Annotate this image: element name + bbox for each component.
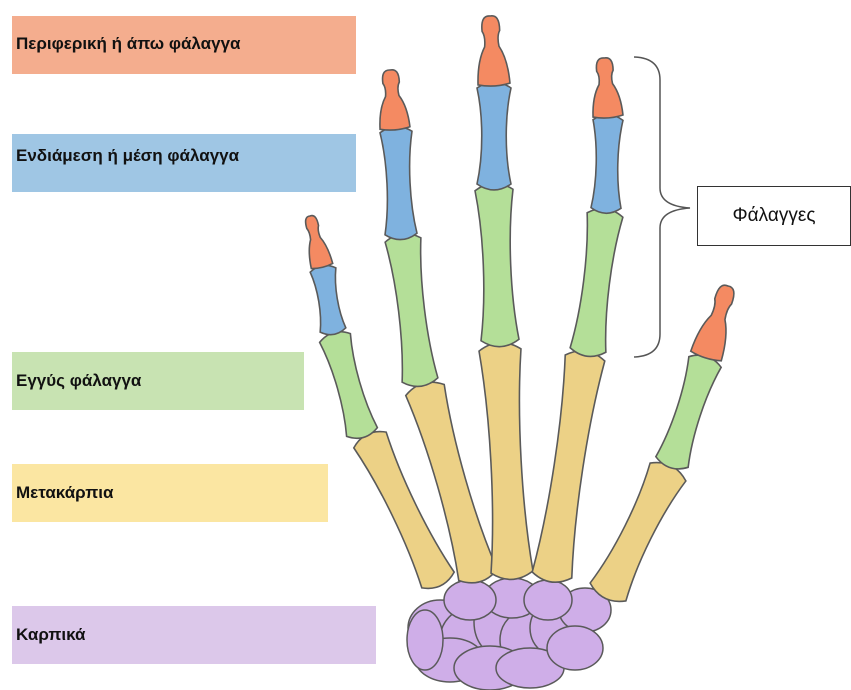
carpal-bone	[407, 610, 443, 670]
distal-phalanx-ring	[375, 69, 410, 132]
proximal-phalanx-ring	[384, 232, 438, 389]
carpal-bone	[444, 580, 496, 620]
distal-phalanx-thumb	[690, 281, 743, 363]
proximal-phalanx-little	[318, 328, 379, 442]
middle-phalanx-middle	[477, 82, 511, 190]
distal-phalanx-index	[589, 57, 623, 119]
carpal-bone	[524, 580, 572, 620]
metacarpal-thumb	[587, 457, 689, 607]
proximal-phalanx-middle	[475, 183, 520, 348]
distal-phalanx-middle	[474, 15, 510, 87]
proximal-phalanx-index	[569, 207, 623, 359]
phalanges-label-box: Φάλαγγες	[697, 186, 851, 246]
distal-phalanx-little	[299, 213, 333, 270]
phalanges-brace	[634, 57, 690, 357]
middle-phalanx-little	[309, 263, 346, 336]
middle-phalanx-index	[591, 114, 623, 213]
phalanges-label-text: Φάλαγγες	[733, 205, 816, 227]
middle-phalanx-ring	[380, 126, 418, 241]
carpal-bone	[547, 626, 603, 670]
proximal-phalanx-thumb	[654, 351, 723, 473]
hand-bones	[299, 15, 743, 690]
metacarpal-index	[531, 348, 606, 585]
